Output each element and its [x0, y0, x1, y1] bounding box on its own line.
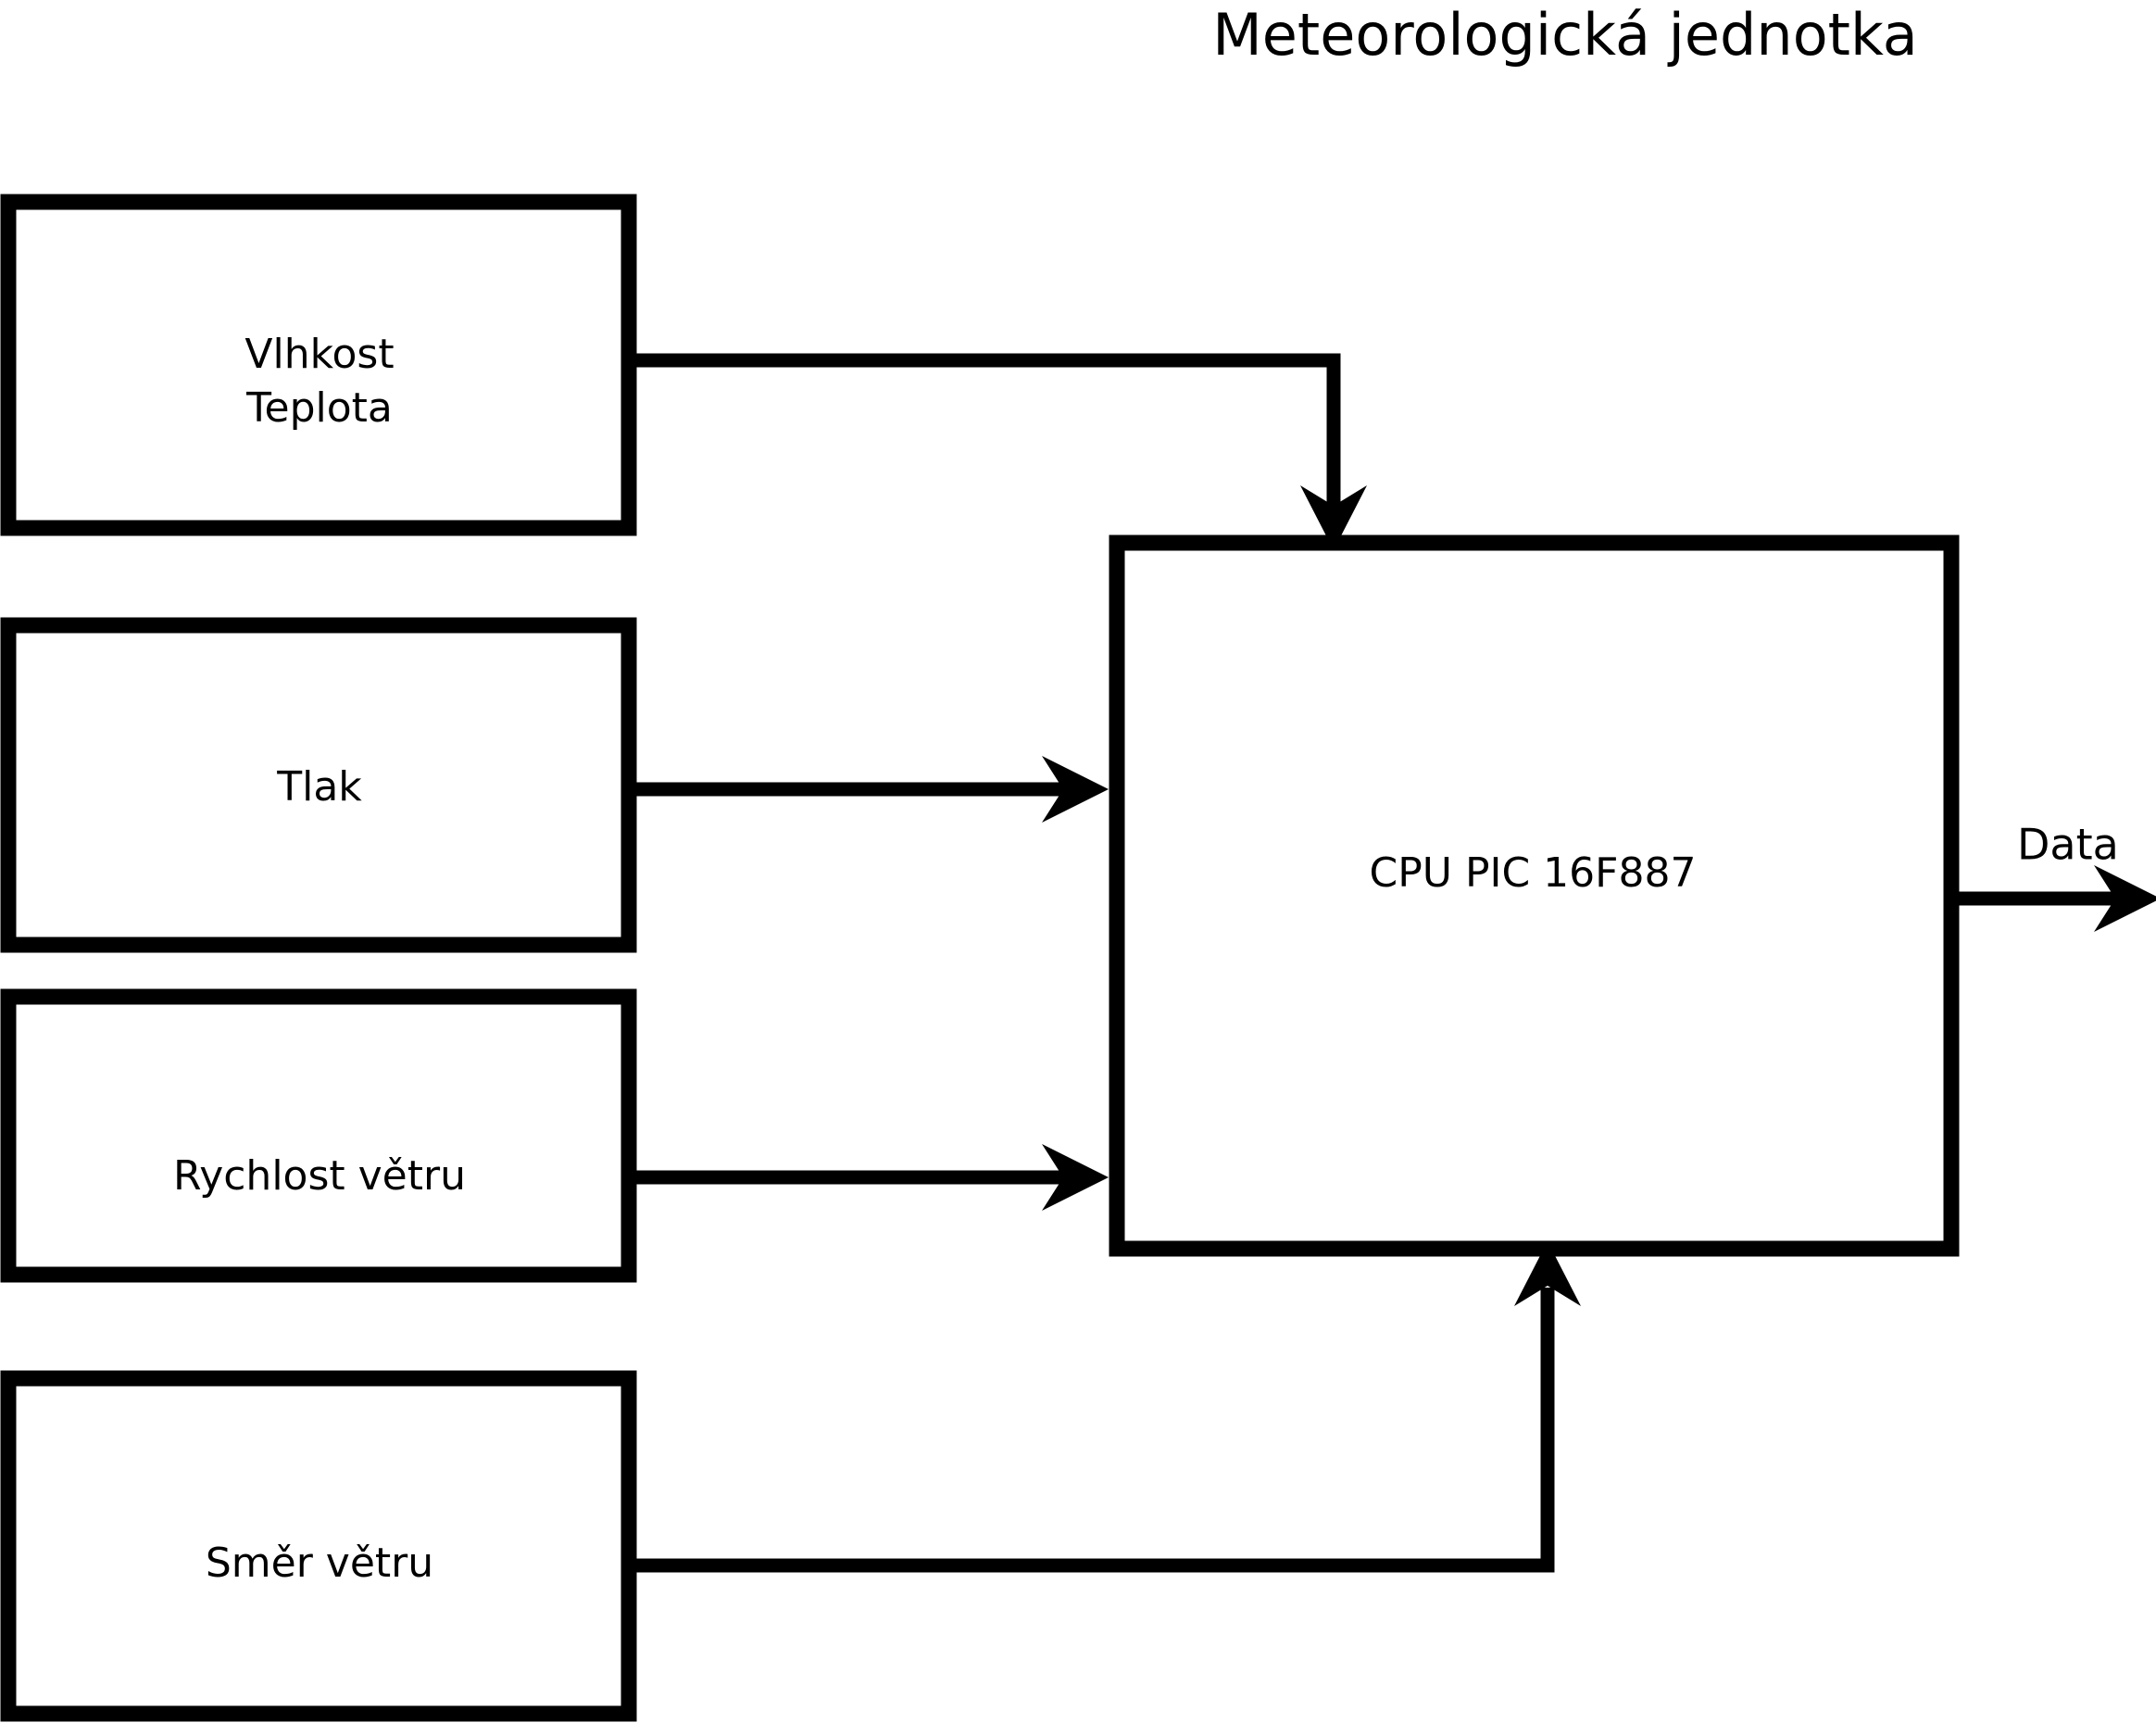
block-pressure-label: Tlak	[276, 763, 362, 811]
block-cpu-label: CPU PIC 16F887	[1370, 849, 1697, 897]
arrowhead-wind-direction-to-cpu	[1514, 1241, 1581, 1306]
arrowhead-pressure-to-cpu	[1042, 756, 1109, 823]
arrowhead-wind-speed-to-cpu	[1042, 1144, 1109, 1211]
connector-humidity-to-cpu	[629, 353, 1341, 514]
block-pressure[interactable]	[0, 617, 637, 953]
block-wind-direction[interactable]	[0, 1370, 637, 1722]
block-humidity-temperature[interactable]	[0, 194, 637, 536]
arrowhead-humidity-to-cpu	[1300, 485, 1367, 550]
connector-wind-direction-to-cpu	[629, 1288, 1555, 1573]
block-humidity-temperature-label-line2: Teplota	[245, 384, 393, 432]
block-humidity-temperature-label-line1: Vlhkost	[244, 331, 394, 378]
arrowhead-cpu-to-data	[2094, 865, 2156, 932]
page-title: Meteorologická jednotka	[1212, 1, 1918, 69]
block-wind-direction-label: Směr větru	[206, 1540, 433, 1587]
data-output-label: Data	[2017, 820, 2119, 870]
block-wind-speed-label: Rychlost větru	[173, 1152, 466, 1200]
block-wind-speed[interactable]	[0, 988, 637, 1283]
